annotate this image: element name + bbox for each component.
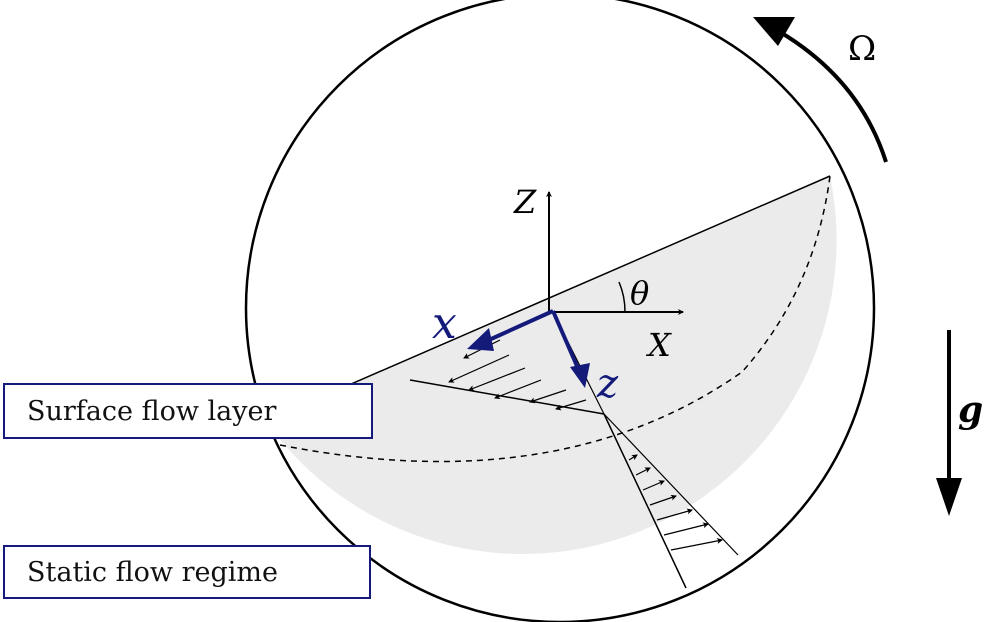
lab-axes: [546, 191, 684, 315]
flow-axes: [467, 309, 590, 388]
surface-flow-layer-label: Surface flow layer: [3, 383, 373, 439]
drum-circle: [244, 0, 876, 622]
granular-fill: [266, 176, 837, 555]
theta-label: θ: [630, 274, 649, 312]
axis-Z-label: Z: [513, 183, 537, 221]
omega-label: Ω: [848, 29, 876, 69]
static-velocity-profile: [603, 413, 739, 589]
surface-velocity-profile: [409, 311, 605, 415]
rotation-arrow: [778, 30, 888, 163]
angle-theta-arc: [618, 281, 626, 313]
static-flow-regime-label: Static flow regime: [3, 545, 371, 599]
flow-interface-dashed: [279, 175, 831, 463]
gravity-arrowhead: [936, 478, 962, 516]
local-z-label: z: [596, 361, 619, 407]
local-x-label: x: [432, 298, 457, 349]
rotation-arrowhead: [753, 17, 795, 46]
gravity-label: g: [958, 389, 983, 431]
axis-X-label: X: [645, 326, 672, 364]
